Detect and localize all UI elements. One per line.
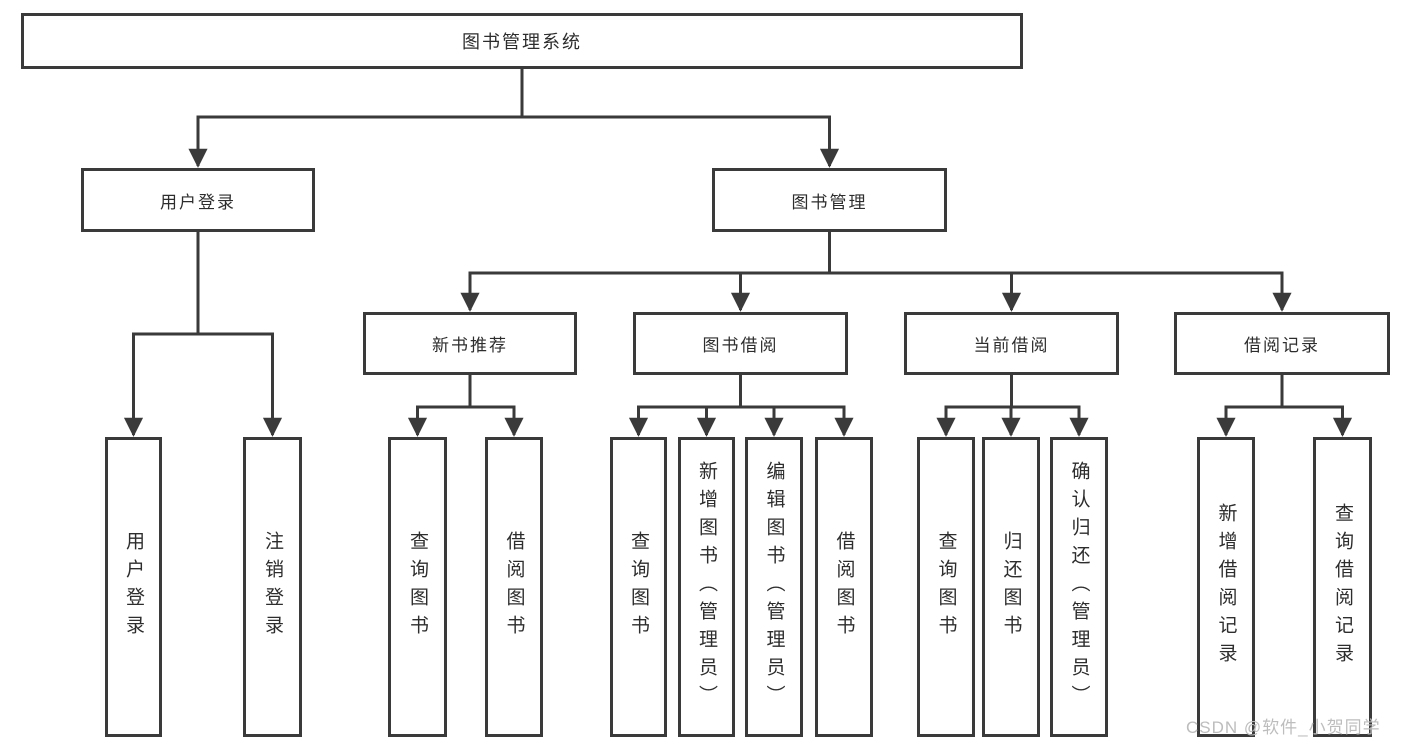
- node-login: 用户登录: [105, 437, 162, 737]
- node-label-bb-query: 查询图书: [628, 531, 649, 643]
- node-label-logout: 注销登录: [262, 531, 283, 643]
- node-label-current-borrow: 当前借阅: [973, 336, 1050, 355]
- node-label-borrow-records: 借阅记录: [1244, 336, 1320, 355]
- node-user-login: 用户登录: [81, 168, 315, 232]
- node-label-bb-edit: 编辑图书（管理员）: [763, 461, 785, 713]
- node-nbr-borrow: 借阅图书: [485, 437, 543, 737]
- node-label-bb-add: 新增图书（管理员）: [696, 461, 717, 713]
- node-label-br-add: 新增借阅记录: [1215, 503, 1237, 671]
- node-cb-return: 归还图书: [982, 437, 1040, 737]
- node-book-borrow: 图书借阅: [633, 312, 848, 375]
- node-book-mgmt: 图书管理: [712, 168, 947, 232]
- node-cb-confirm: 确认归还（管理员）: [1050, 437, 1108, 737]
- node-label-login: 用户登录: [123, 531, 144, 643]
- node-cb-query: 查询图书: [917, 437, 975, 737]
- node-label-user-login: 用户登录: [160, 192, 236, 212]
- node-bb-add: 新增图书（管理员）: [678, 437, 735, 737]
- node-logout: 注销登录: [243, 437, 302, 737]
- node-current-borrow: 当前借阅: [904, 312, 1119, 375]
- node-label-book-borrow: 图书借阅: [702, 336, 779, 355]
- node-label-cb-confirm: 确认归还（管理员）: [1068, 461, 1090, 713]
- node-label-cb-return: 归还图书: [1000, 531, 1022, 643]
- node-bb-edit: 编辑图书（管理员）: [745, 437, 803, 737]
- node-label-bb-borrow: 借阅图书: [833, 531, 855, 643]
- node-br-add: 新增借阅记录: [1197, 437, 1255, 737]
- node-label-br-query: 查询借阅记录: [1332, 503, 1353, 671]
- watermark: CSDN @软件_小贺同学: [1186, 718, 1381, 737]
- node-label-nbr-query: 查询图书: [407, 531, 428, 643]
- node-label-root: 图书管理系统: [462, 32, 582, 52]
- node-new-book-rec: 新书推荐: [363, 312, 577, 375]
- node-borrow-records: 借阅记录: [1174, 312, 1390, 375]
- node-label-cb-query: 查询图书: [935, 531, 957, 643]
- node-label-nbr-borrow: 借阅图书: [503, 531, 525, 643]
- node-root: 图书管理系统: [21, 13, 1023, 69]
- node-bb-borrow: 借阅图书: [815, 437, 873, 737]
- node-bb-query: 查询图书: [610, 437, 667, 737]
- node-label-book-mgmt: 图书管理: [791, 192, 868, 212]
- node-nbr-query: 查询图书: [388, 437, 447, 737]
- node-br-query: 查询借阅记录: [1313, 437, 1372, 737]
- node-label-new-book-rec: 新书推荐: [432, 336, 508, 355]
